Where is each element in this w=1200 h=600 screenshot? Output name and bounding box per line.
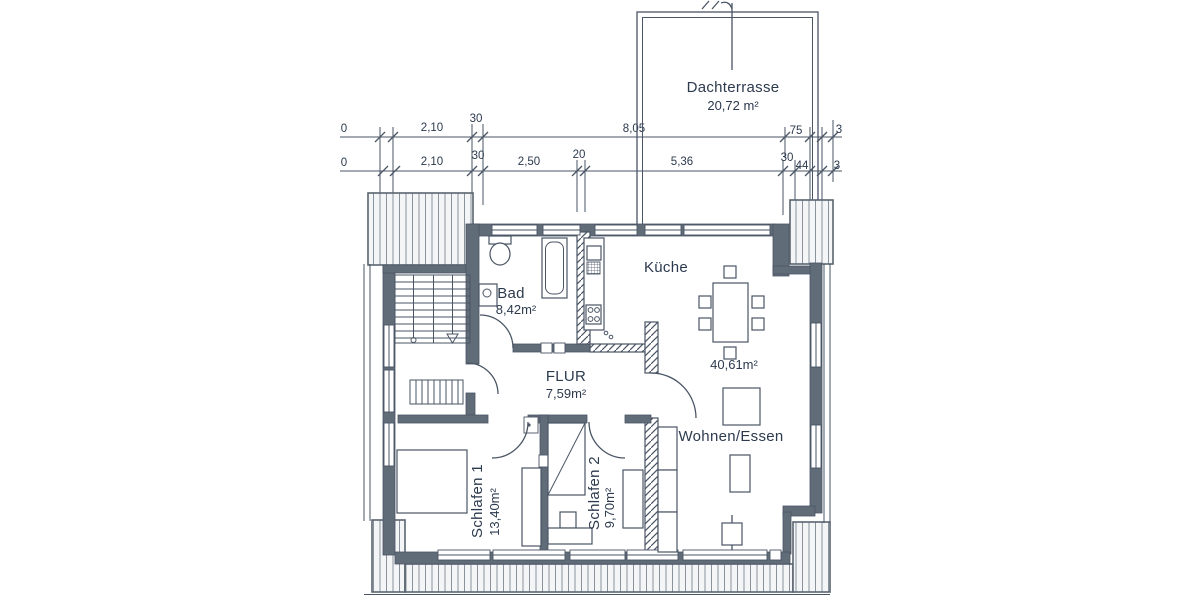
- bathroom-fixtures: [478, 235, 568, 307]
- chair: [723, 346, 737, 360]
- chair: [751, 295, 765, 309]
- kitchen-sink: [586, 261, 601, 275]
- dim-label: 20: [573, 149, 586, 161]
- dim-label: 44: [796, 160, 809, 172]
- shelf: [657, 469, 678, 513]
- schlafen1-label: Schlafen 1: [469, 464, 486, 538]
- wohnen-label: Wohnen/Essen: [678, 428, 783, 445]
- sideboard: [547, 527, 593, 545]
- chair: [698, 317, 712, 331]
- stove: [585, 304, 602, 325]
- terrace-area: 20,72 m²: [707, 98, 759, 113]
- dim-label: 30: [472, 150, 485, 162]
- toilet-bowl: [489, 242, 511, 266]
- dimension-ticks: [374, 131, 839, 177]
- door-arcs: [466, 314, 697, 459]
- dim-label: 0: [341, 157, 347, 169]
- door-schlafen1: [491, 421, 529, 459]
- dim-label: 2,10: [421, 156, 443, 168]
- window-left: [383, 324, 395, 467]
- dim-label: 0: [341, 123, 347, 135]
- chair: [751, 317, 765, 331]
- dim-label: 2,10: [421, 122, 443, 134]
- bathtub: [541, 237, 568, 299]
- door-bad: [479, 314, 514, 349]
- wardrobe: [521, 467, 542, 547]
- bad-area: 8,42m²: [496, 302, 537, 317]
- kitchen-fixtures: [583, 237, 765, 360]
- kueche-label: Küche: [644, 259, 688, 276]
- window-right: [810, 322, 822, 469]
- washbasin: [478, 283, 498, 307]
- flur-label: FLUR: [546, 368, 586, 385]
- windows: [383, 224, 822, 561]
- bad-label: Bad: [497, 285, 525, 302]
- dim-label: 3: [834, 160, 840, 172]
- dining-table: [712, 282, 749, 343]
- schlafen2-label: Schlafen 2: [586, 456, 603, 530]
- staircase: [394, 274, 471, 405]
- room-labels: Küche 40,61m² Bad 8,42m² FLUR 7,59m² Woh…: [469, 259, 783, 538]
- dim-label: 30: [470, 113, 483, 125]
- dim-label: 75: [790, 125, 803, 137]
- shelf: [657, 511, 678, 553]
- chair: [698, 295, 712, 309]
- kueche-area: 40,61m²: [710, 357, 758, 372]
- door-stairs: [466, 362, 499, 395]
- bedroom1-furniture: [396, 449, 542, 547]
- bedroom2-furniture: [547, 422, 644, 545]
- schlafen1-area: 13,40m²: [487, 487, 502, 535]
- wardrobe: [622, 469, 644, 529]
- dim-label: 8,05: [623, 123, 645, 135]
- door-schlafen2: [588, 421, 626, 459]
- dim-label: 3: [836, 124, 842, 136]
- window-top: [491, 224, 771, 236]
- bed: [396, 449, 468, 514]
- schlafen2-area: 9,70m²: [602, 487, 617, 528]
- window-bottom: [437, 549, 782, 561]
- dimension-chains: 0 2,10 30 8,05 75 3 0 2,10 30 2,50 20 5,…: [340, 113, 842, 228]
- dim-label: 2,50: [518, 156, 540, 168]
- roof-terrace: Dachterrasse 20,72 m²: [636, 11, 819, 229]
- living-furniture: [657, 387, 761, 553]
- door-wohnen: [650, 372, 697, 419]
- shelf: [657, 426, 678, 471]
- dim-label: 5,36: [671, 156, 693, 168]
- dim-label: 30: [781, 152, 794, 164]
- terrace-label: Dachterrasse: [687, 79, 780, 96]
- chair: [723, 265, 737, 279]
- flur-area: 7,59m²: [546, 386, 587, 401]
